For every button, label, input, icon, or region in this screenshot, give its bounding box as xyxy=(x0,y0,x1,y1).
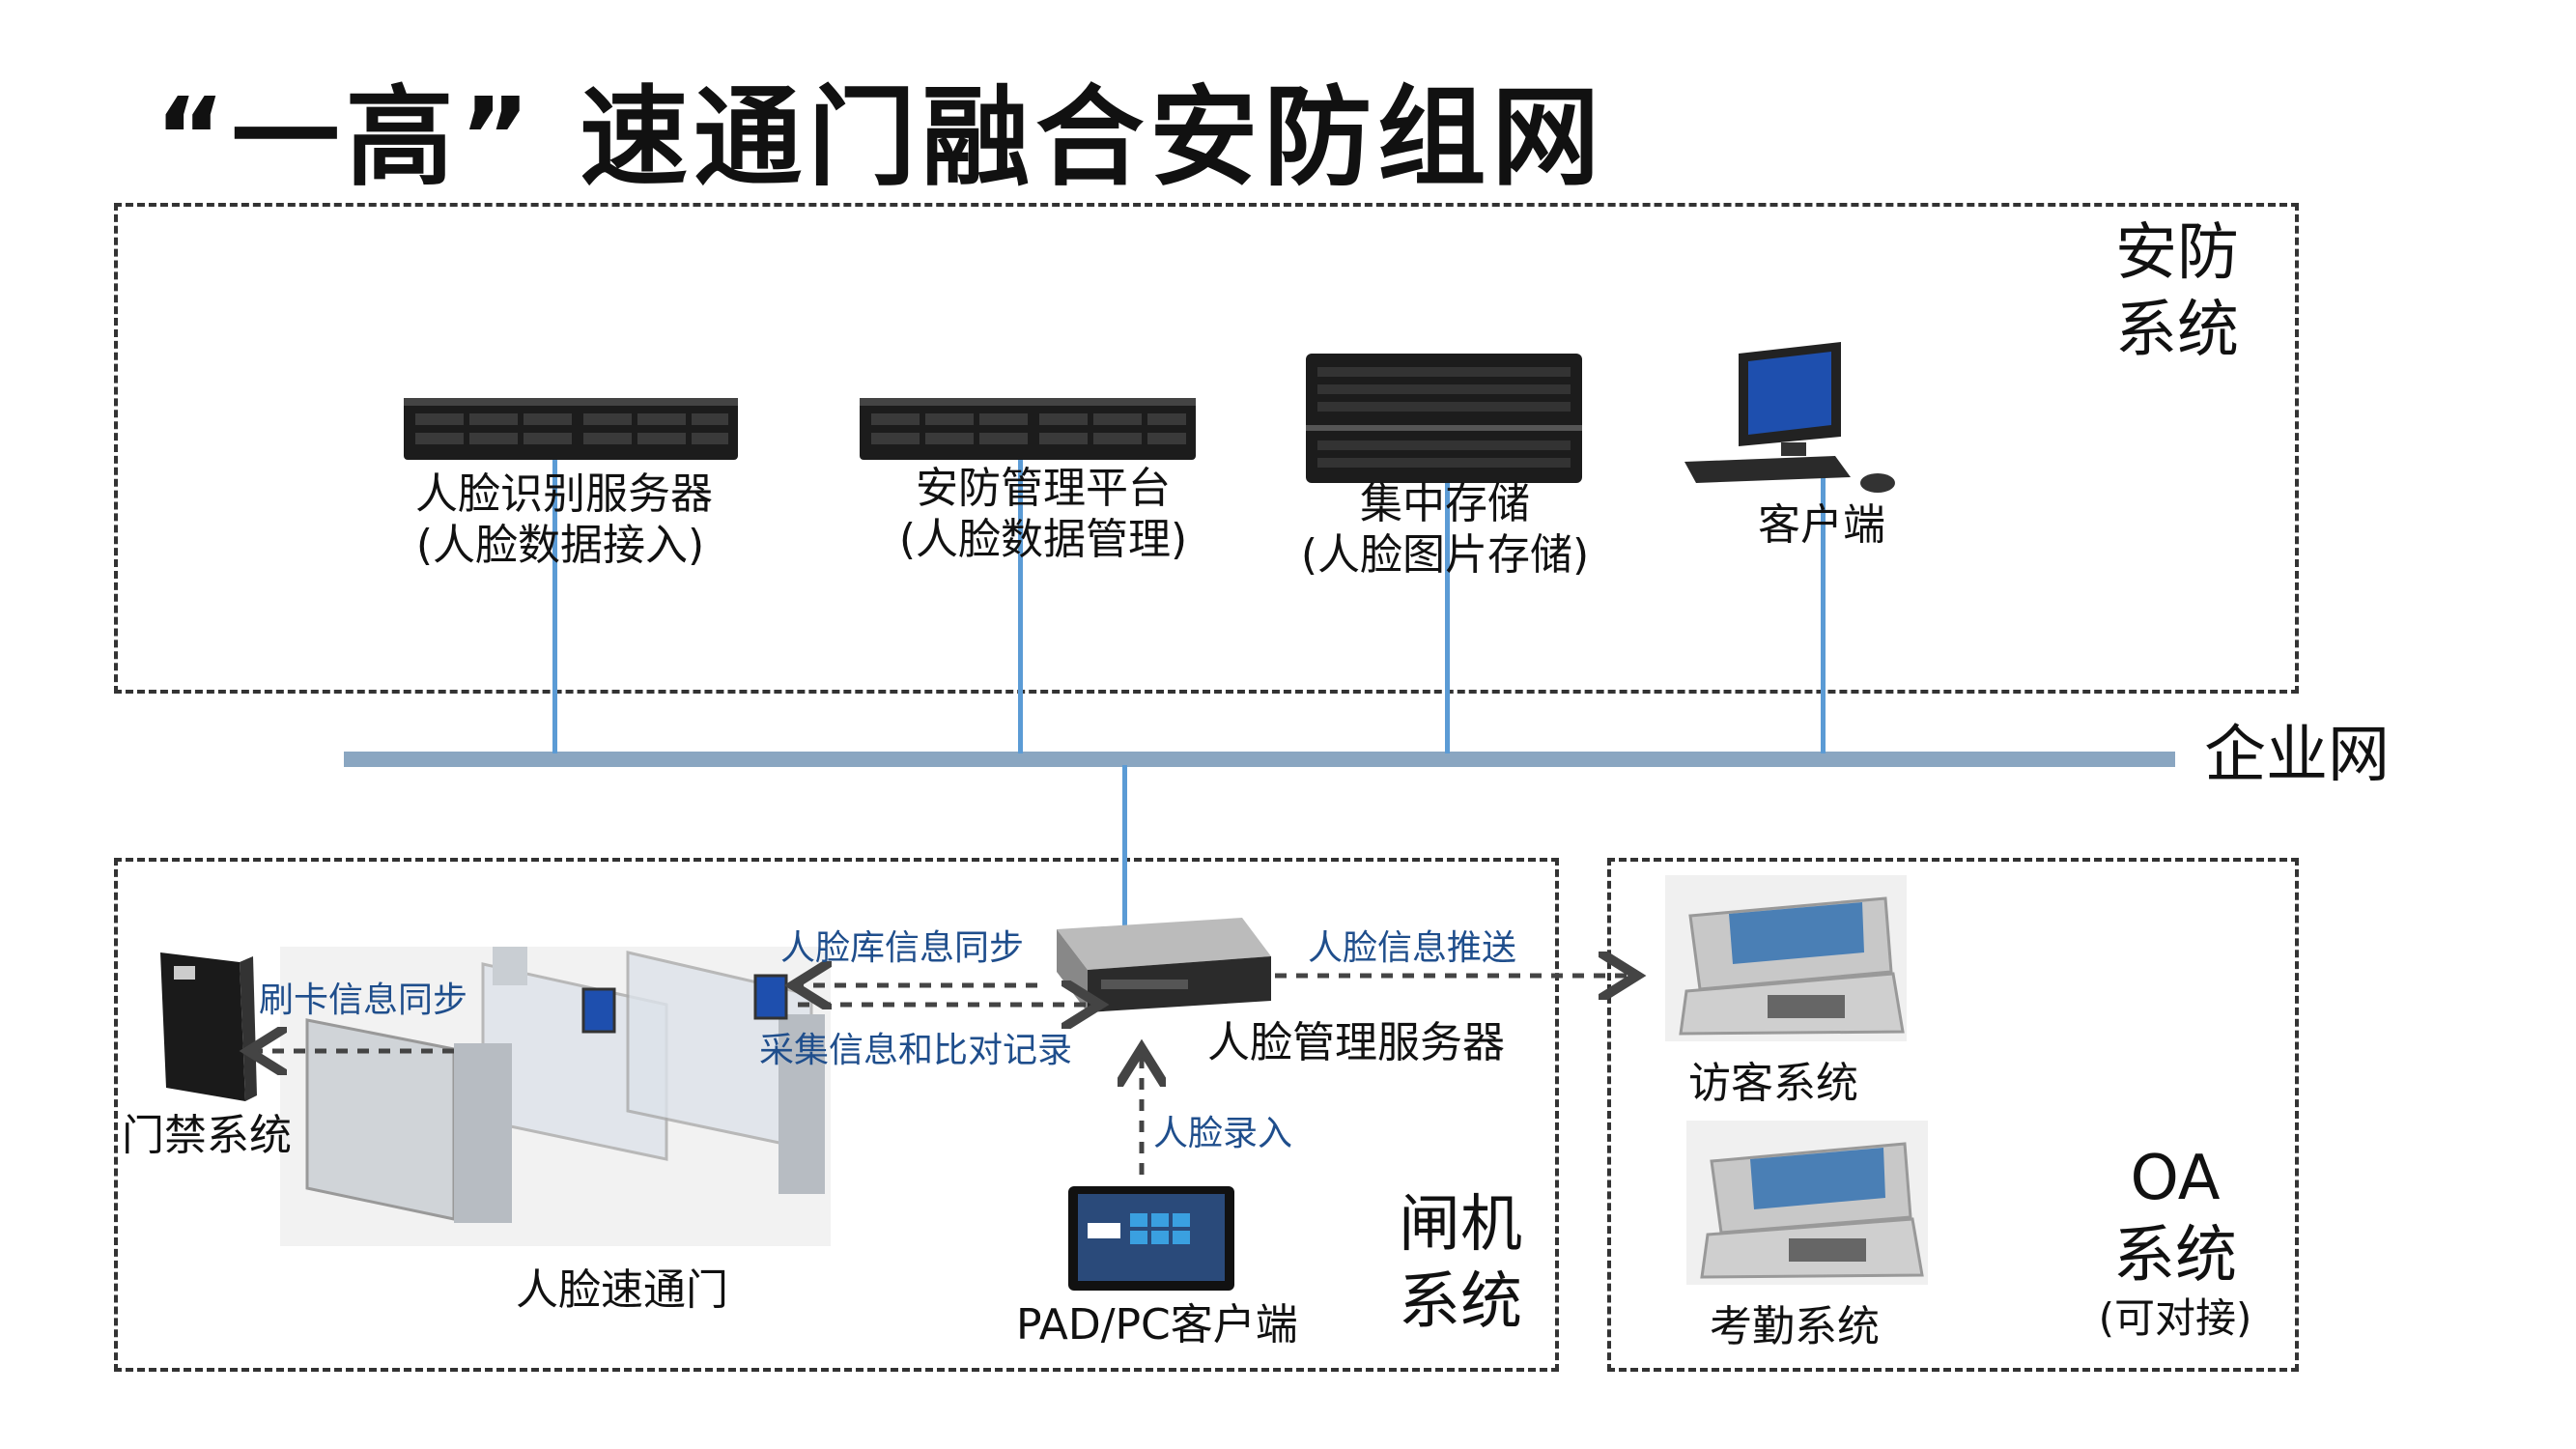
mgmt-platform-icon xyxy=(860,398,1196,460)
gate-label-line2: 系统 xyxy=(1399,1266,1522,1338)
oa-label-note: (可对接) xyxy=(2098,1294,2252,1342)
face-server-desc: (人脸数据接入) xyxy=(415,520,705,570)
gate-system-label: 闸机 系统 xyxy=(1399,1186,1522,1341)
storage-label: 集中存储 (人脸图片存储) xyxy=(1300,479,1590,582)
storage-name: 集中存储 xyxy=(1360,479,1530,528)
face-mgmt-server-label: 人脸管理服务器 xyxy=(1207,1018,1505,1067)
security-system-label: 安防 系统 xyxy=(2115,214,2239,369)
face-entry-label: 人脸录入 xyxy=(1153,1114,1293,1153)
link-mgmt-platform xyxy=(1018,454,1023,753)
page-title: “一高” 速通门融合安防组网 xyxy=(155,75,1606,201)
oa-system-zone xyxy=(1607,858,2299,1372)
face-server-name: 人脸识别服务器 xyxy=(415,469,713,519)
link-face-server xyxy=(552,454,557,753)
security-label-line2: 系统 xyxy=(2115,295,2239,366)
access-control-icon xyxy=(160,952,257,1101)
oa-system-label: OA 系统 (可对接) xyxy=(2088,1140,2262,1343)
speed-gate-icon xyxy=(280,947,831,1246)
attendance-terminal-icon xyxy=(1686,1121,1928,1285)
mgmt-platform-name: 安防管理平台 xyxy=(916,464,1171,513)
attendance-system-label: 考勤系统 xyxy=(1710,1302,1880,1351)
mgmt-platform-label: 安防管理平台 (人脸数据管理) xyxy=(898,464,1188,566)
face-server-icon xyxy=(404,398,738,460)
face-lib-sync-label: 人脸库信息同步 xyxy=(780,928,1025,968)
face-push-label: 人脸信息推送 xyxy=(1308,928,1517,968)
storage-icon xyxy=(1306,354,1582,483)
collect-records-label: 采集信息和比对记录 xyxy=(759,1031,1073,1070)
security-label-line1: 安防 xyxy=(2115,217,2239,289)
face-mgmt-server-icon xyxy=(1057,918,1271,1012)
storage-desc: (人脸图片存储) xyxy=(1300,529,1590,580)
oa-label-line2: 系统 xyxy=(2113,1220,2237,1292)
speed-gate-label: 人脸速通门 xyxy=(516,1265,728,1315)
card-sync-label: 刷卡信息同步 xyxy=(259,980,468,1020)
link-face-mgmt-server xyxy=(1122,765,1127,931)
gate-system-zone xyxy=(114,858,1559,1372)
security-system-zone xyxy=(114,203,2299,694)
link-storage xyxy=(1445,462,1450,753)
visitor-system-label: 访客系统 xyxy=(1688,1059,1858,1108)
enterprise-network-label: 企业网 xyxy=(2204,720,2390,791)
pad-client-icon xyxy=(1068,1186,1234,1291)
link-client xyxy=(1821,469,1826,753)
client-pc-icon xyxy=(1684,342,1895,493)
oa-label-line1: OA xyxy=(2130,1143,2221,1214)
visitor-terminal-icon xyxy=(1665,875,1907,1041)
mgmt-platform-desc: (人脸数据管理) xyxy=(898,514,1188,564)
gate-label-line1: 闸机 xyxy=(1399,1189,1522,1261)
enterprise-network-bar xyxy=(344,752,2175,767)
client-label: 客户端 xyxy=(1758,500,1885,550)
pad-client-label: PAD/PC客户端 xyxy=(1016,1300,1298,1350)
access-control-label: 门禁系统 xyxy=(122,1111,292,1160)
face-server-label: 人脸识别服务器 (人脸数据接入) xyxy=(415,469,713,572)
